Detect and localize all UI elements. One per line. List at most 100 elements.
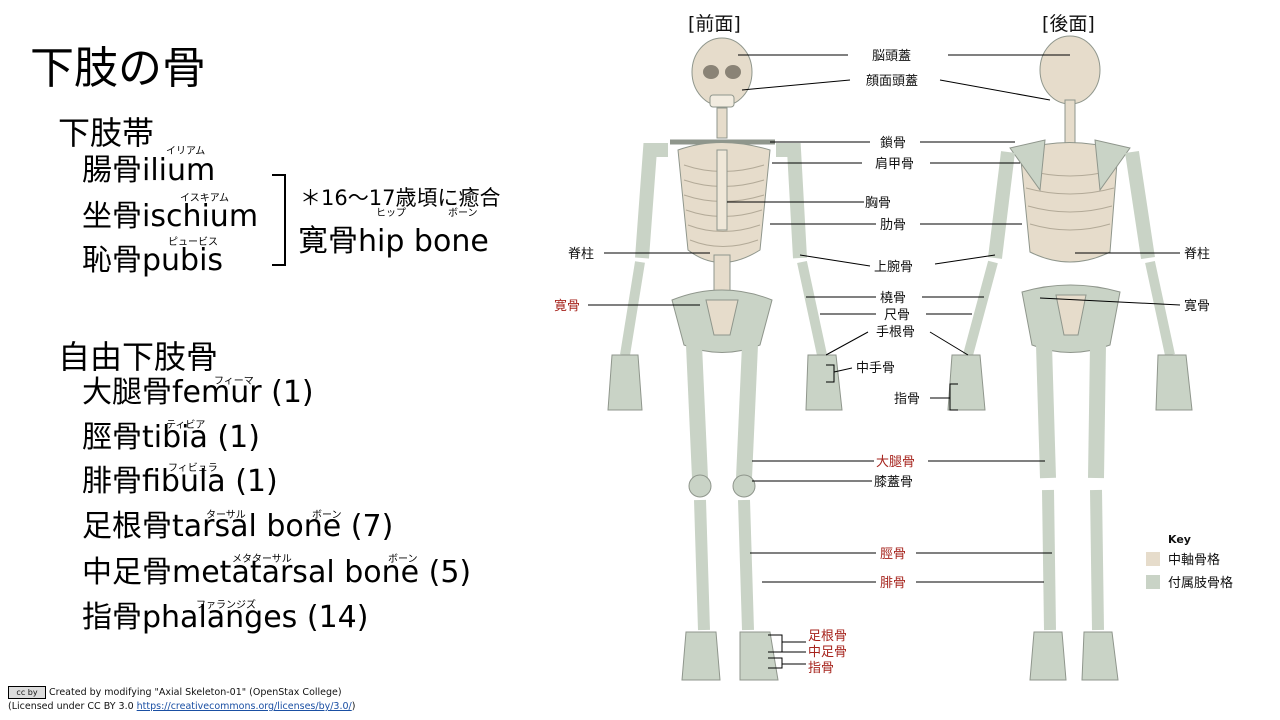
back-humerus-left (988, 151, 1015, 259)
front-foot-right (739, 631, 779, 681)
tarsal-item: 足根骨tarsal bone (7) (82, 512, 393, 542)
credit-line-2: (Licensed under CC BY 3.0 https://creati… (8, 701, 355, 712)
front-foot-left (681, 631, 721, 681)
back-skull (1039, 35, 1101, 105)
tibia-en: tibia (142, 420, 208, 455)
front-neck (716, 107, 728, 139)
legend-swatch-appendicular (1146, 575, 1160, 589)
front-tibia-left (694, 499, 710, 631)
girdle-heading: 下肢帯 (58, 114, 155, 152)
page-title: 下肢の骨 (30, 43, 206, 94)
pubis-en: pubis (142, 243, 224, 278)
phalanges-en: phalanges (142, 600, 298, 635)
label-metatarsal: 中足骨 (808, 645, 847, 660)
metatarsal-item: 中足骨metatarsal bone (5) (82, 558, 471, 588)
label-humerus: 上腕骨 (874, 259, 913, 275)
back-humerus-right (1125, 150, 1155, 260)
back-view-label: [後面] (1042, 13, 1095, 35)
legend-axial: 中軸骨格 (1168, 552, 1220, 568)
back-scapula-right (1094, 139, 1131, 192)
back-femur-left (1036, 344, 1056, 479)
front-tibia-right (738, 499, 754, 631)
back-femur-right (1088, 344, 1106, 479)
fibula-en: fibula (142, 464, 226, 499)
front-eye-right (725, 65, 741, 79)
front-jaw (709, 94, 735, 108)
label-scapula: 肩甲骨 (875, 156, 914, 172)
hip-en: hip bone (358, 224, 489, 259)
femur-ruby: フィーマ (214, 376, 254, 387)
ischium-jp: 坐骨 (82, 199, 142, 234)
license-prefix: (Licensed under CC BY 3.0 (8, 701, 137, 712)
metatarsal-jp: 中足骨 (82, 555, 172, 590)
front-femur-right (736, 344, 758, 479)
leader-lines (588, 54, 1181, 669)
legend-swatch-axial (1146, 552, 1160, 566)
label-fibula: 腓骨 (880, 575, 906, 591)
back-foot-right (1081, 631, 1119, 681)
femur-en: femur (172, 375, 262, 410)
metatarsal-en: metatarsal bone (172, 555, 420, 590)
label-carpal: 手根骨 (876, 325, 915, 340)
back-hand-left (947, 354, 986, 411)
label-rib: 肋骨 (880, 218, 906, 233)
tarsal-en: tarsal bone (172, 509, 342, 544)
ilium-item: 腸骨ilium (82, 156, 215, 186)
legend: Key 中軸骨格 付属肢骨格 (1146, 533, 1233, 591)
front-eye-left (703, 65, 719, 79)
front-lumbar (713, 254, 731, 294)
back-forearm-right (1145, 260, 1175, 357)
phalanges-count: (14) (306, 600, 369, 635)
label-cranium: 脳頭蓋 (872, 49, 911, 64)
tarsal-jp: 足根骨 (82, 509, 172, 544)
tarsal-count: (7) (350, 509, 394, 544)
metatarsal-count: (5) (428, 555, 472, 590)
legend-title: Key (1168, 533, 1191, 546)
tibia-item: 脛骨tibia (1) (82, 423, 260, 453)
label-hip-right: 寛骨 (1184, 298, 1210, 314)
front-sacrum (705, 299, 739, 336)
back-sacrum (1055, 294, 1087, 336)
pubis-ruby: ピュービス (168, 237, 218, 248)
hip-ruby-2: ボーン (448, 208, 478, 219)
license-link[interactable]: https://creativecommons.org/licenses/by/… (136, 701, 352, 712)
cc-by-icon: cc by (8, 686, 46, 699)
metatarsal-ruby-2: ボーン (388, 554, 418, 565)
label-sternum: 胸骨 (865, 196, 891, 211)
front-humerus-right (776, 143, 807, 259)
back-forearm-left (963, 260, 998, 357)
credit-text: Created by modifying "Axial Skeleton-01"… (49, 687, 342, 698)
label-spine-right: 脊柱 (1184, 247, 1210, 262)
tibia-count: (1) (217, 420, 260, 455)
hip-jp: 寛骨 (298, 224, 358, 259)
pubis-jp: 恥骨 (82, 243, 142, 278)
label-facial: 顔面頭蓋 (866, 74, 918, 89)
label-toe: 指骨 (808, 661, 834, 676)
femur-item: 大腿骨femur (1) (82, 378, 314, 408)
hip-bone-term: 寛骨hip bone (298, 216, 489, 260)
tibia-ruby: ティビア (166, 420, 206, 431)
back-skeleton (947, 35, 1193, 681)
front-skeleton (607, 37, 843, 681)
label-radius: 橈骨 (880, 291, 906, 306)
label-clavicle: 鎖骨 (880, 135, 906, 151)
ilium-ruby: イリアム (166, 146, 206, 157)
license-suffix: ) (351, 701, 356, 712)
phalanges-item: 指骨phalanges (14) (82, 603, 368, 633)
front-view-label: [前面] (688, 13, 741, 35)
legend-appendicular: 付属肢骨格 (1168, 575, 1233, 591)
label-ulna: 尺骨 (884, 308, 910, 323)
fibula-ruby: フィビュラ (168, 463, 218, 474)
label-metacarpal: 中手骨 (856, 361, 895, 376)
skeleton-diagram: [前面] [後面] 脳頭蓋 顔面頭蓋 鎖骨 肩甲骨 胸骨 肋骨 脊柱 脊柱 上腕… (554, 13, 1233, 681)
girdle-bracket (272, 174, 286, 266)
label-finger: 指骨 (894, 392, 920, 407)
pubis-item: 恥骨pubis (82, 246, 223, 276)
back-hand-right (1155, 354, 1193, 411)
metatarsal-ruby: メタターサル (232, 554, 292, 565)
label-femur: 大腿骨 (876, 455, 915, 470)
fusion-note: ＊16～17歳頃に癒合 (300, 186, 501, 210)
front-patella-left (688, 474, 712, 498)
back-tibia-right (1090, 489, 1104, 631)
free-heading: 自由下肢骨 (58, 338, 219, 376)
